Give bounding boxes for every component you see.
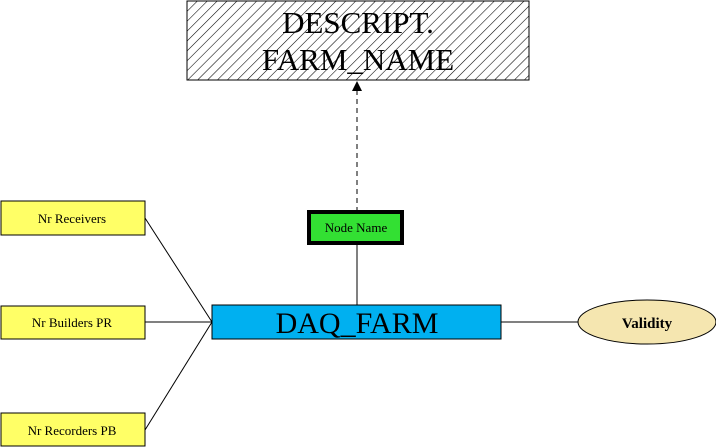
attribute-nr-receivers: Nr Receivers (0, 200, 146, 236)
attribute-label: Nr Builders PR (32, 315, 113, 330)
connectors (144, 81, 578, 431)
key-attribute-label: Node Name (325, 220, 388, 235)
attribute-nr-recorders-pb: Nr Recorders PB (0, 412, 146, 447)
referenced-table-descript-farm-name: DESCRIPT. FARM_NAME (186, 0, 530, 81)
key-attribute-box (307, 210, 404, 245)
flag-validity: Validity (577, 299, 716, 345)
flag-ellipse (577, 299, 716, 345)
attribute-label: Nr Recorders PB (28, 423, 117, 438)
attribute-nr-builders-pr: Nr Builders PR (0, 305, 146, 340)
entity-box (211, 304, 502, 340)
key-attribute-node-name: Node Name (307, 210, 404, 245)
flag-label: Validity (622, 316, 673, 332)
attribute-box (0, 412, 146, 447)
referenced-table-line2: FARM_NAME (262, 42, 454, 77)
attribute-label: Nr Receivers (38, 211, 106, 226)
connector-nr-recorders (144, 321, 213, 431)
entity-daq-farm: DAQ_FARM (211, 304, 502, 340)
referenced-table-hatch (186, 0, 530, 81)
entity-name: DAQ_FARM (276, 307, 439, 340)
attribute-box (0, 200, 146, 236)
connector-nr-receivers (144, 217, 213, 323)
attribute-box (0, 305, 146, 340)
referenced-table-line1: DESCRIPT. (282, 5, 434, 40)
